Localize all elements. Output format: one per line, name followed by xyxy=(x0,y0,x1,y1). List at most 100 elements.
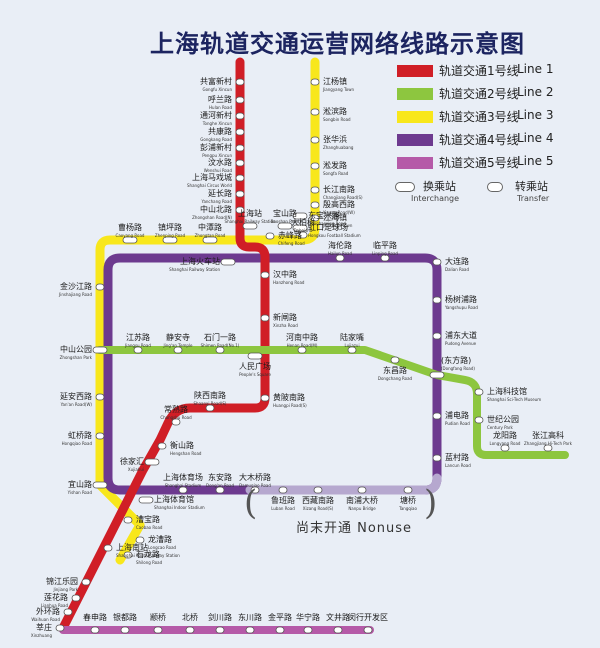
station-label-en-jiangwan: Jiangwan Town xyxy=(322,223,353,228)
station-label-xinzhuang: 莘庄 xyxy=(36,622,52,632)
station-label-en-tiyuguan: Shanghai Indoor Stadium xyxy=(154,505,205,510)
station-label-en-xizang: Xizang Road(S) xyxy=(303,506,334,511)
line-3-track xyxy=(95,57,320,565)
station-marker-wenjing xyxy=(333,626,343,634)
station-label-huochezhan: 上海火车站 xyxy=(180,256,220,266)
map-title: 上海轨道交通运营网络线路示意图 xyxy=(150,30,525,58)
station-label-en-hulan: Hulan Road xyxy=(209,105,232,110)
station-marker-minhang xyxy=(363,626,373,634)
station-label-en-huangpi: Huangpi Road(S) xyxy=(273,403,307,408)
station-label-en-zhangjiang: Zhangjiang Hi-Tech Park xyxy=(524,441,573,446)
station-label-waihuan: 外环路 xyxy=(36,606,60,616)
station-marker-xujiahui xyxy=(144,458,160,466)
station-label-yindu: 银都路 xyxy=(113,612,137,622)
station-label-baoshan: 宝山路 xyxy=(273,208,297,218)
station-label-jinjiang: 锦江乐园 xyxy=(46,576,78,586)
station-marker-damuqiao xyxy=(250,486,260,494)
station-marker-nanzhan xyxy=(103,544,113,552)
station-label-maxi: 上海马戏城 xyxy=(192,172,232,182)
station-marker-yinggao xyxy=(310,201,320,209)
station-marker-tiyuguan xyxy=(138,496,154,504)
station-label-en-pudong: Pudong Avenue xyxy=(445,341,477,346)
station-label-en-waihuan: Waihuan Road xyxy=(31,617,60,622)
station-label-dongan: 东安路 xyxy=(208,472,232,482)
station-marker-dongan xyxy=(215,486,225,494)
station-marker-baoshan xyxy=(277,222,293,230)
station-label-dongchang: 东昌路 xyxy=(383,365,407,375)
station-label-en-changjiang: Changjiang Road(S) xyxy=(323,195,363,200)
station-label-en-longcao: Longcao Road xyxy=(148,545,177,550)
legend-label-zh: 轨道交通4号线 xyxy=(439,133,519,147)
station-marker-yindu xyxy=(120,626,130,634)
station-label-longcao: 龙漕路 xyxy=(148,534,172,544)
station-marker-jinshajiang xyxy=(95,283,105,291)
station-marker-kejiguan xyxy=(474,388,484,396)
station-label-en-nanzhan: Shanghai South Railway Station xyxy=(116,553,180,558)
station-label-wenjing: 文井路 xyxy=(326,612,350,622)
station-label-chifeng: 赤峰路 xyxy=(278,230,302,240)
station-label-en-tangqiao: Tangqiao xyxy=(398,506,417,511)
station-label-en-chifeng: Chifeng Road xyxy=(278,241,305,246)
station-label-hengshan: 衡山路 xyxy=(170,440,194,450)
station-label-shimen: 石门一路 xyxy=(204,332,236,342)
station-label-hanzhong: 汉中路 xyxy=(273,269,297,279)
station-label-en-zhongshanbei: Zhongshan Road(N) xyxy=(192,215,232,220)
station-label-longyang: 龙阳路 xyxy=(493,430,517,440)
station-marker-yanchang xyxy=(235,190,245,198)
station-label-dongchuan: 东川路 xyxy=(238,612,262,622)
station-label-en-zhongtan: Zhongtan Road xyxy=(195,233,226,238)
station-label-yananxi: 延安西路 xyxy=(60,391,92,401)
station-label-en-yishan: Yishan Road xyxy=(67,490,93,495)
station-label-en-xujiahui: Xujiahui xyxy=(128,467,144,472)
station-marker-pudian xyxy=(432,412,442,420)
station-label-en-zhenping: Zhenping Road xyxy=(155,233,186,238)
station-marker-gongfu xyxy=(235,78,245,86)
station-marker-hanzhong xyxy=(260,271,270,279)
station-label-en-pengpu: Pengpu Xincun xyxy=(202,153,232,158)
station-marker-luban xyxy=(278,486,288,494)
station-label-henan: 河南中路 xyxy=(286,332,318,342)
station-marker-shimen xyxy=(215,346,225,354)
station-label-yinggao: 殷高西路 xyxy=(323,199,355,209)
station-label-dabaishu: 大柏树 xyxy=(291,217,315,227)
station-label-shijigongyuan: 世纪公园 xyxy=(487,414,519,424)
station-label-en-caoyang: Caoyang Road xyxy=(116,233,145,238)
station-label-dalian: 大连路 xyxy=(445,256,469,266)
station-label-dongfang: (东方路) xyxy=(441,355,471,365)
station-label-en-hongqiao: Hongqiao Road xyxy=(62,441,93,446)
station-label-en-pudian: Pudian Road xyxy=(445,421,470,426)
station-marker-dongchang xyxy=(390,356,400,364)
legend-label-en: Line 1 xyxy=(517,62,554,76)
nonuse-bracket-right: ) xyxy=(424,483,438,523)
station-label-en-hengshan: Hengshan Road xyxy=(170,451,202,456)
station-marker-jiangyang xyxy=(310,78,320,86)
station-marker-beiqiao xyxy=(185,626,195,634)
station-label-songfa: 淞发路 xyxy=(323,160,347,170)
line-4-nonuse-track xyxy=(245,473,442,495)
station-label-yanchang: 延长路 xyxy=(208,188,232,198)
station-marker-xinzhuang xyxy=(55,624,65,632)
station-marker-shanghaizhan xyxy=(242,222,258,230)
station-marker-zhangjiang xyxy=(543,444,553,452)
station-label-xinzha: 新闸路 xyxy=(273,312,297,322)
station-label-en-maxi: Shanghai Circus World xyxy=(187,183,232,188)
station-marker-tonghe xyxy=(235,112,245,120)
station-label-nanpu: 南浦大桥 xyxy=(346,495,378,505)
station-label-en-shijigongyuan: Century Park xyxy=(487,425,514,430)
station-marker-huaning xyxy=(303,626,313,634)
station-marker-shijigongyuan xyxy=(474,416,484,424)
station-label-en-zhanghua: Zhanghuabang xyxy=(323,145,354,150)
station-marker-caobao xyxy=(123,516,133,524)
station-marker-yishan xyxy=(92,481,108,489)
station-label-en-dongan: Dong'an Road xyxy=(206,483,234,488)
station-label-damuqiao: 大木桥路 xyxy=(239,472,271,482)
transfer-label: 转乘站 xyxy=(515,180,548,193)
station-label-luban: 鲁班路 xyxy=(271,495,295,505)
station-marker-lianhua xyxy=(71,594,81,602)
station-label-lancun: 蓝村路 xyxy=(445,452,469,462)
station-marker-caoyang xyxy=(122,236,138,244)
